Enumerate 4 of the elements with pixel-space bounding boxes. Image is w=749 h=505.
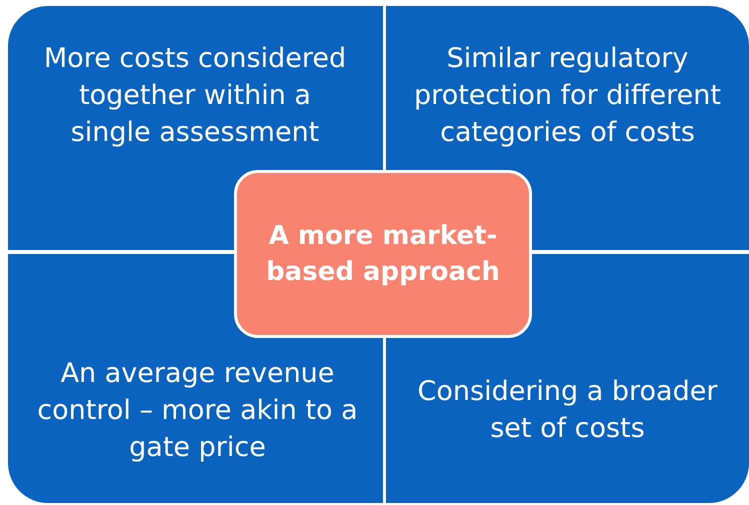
center-box [234, 170, 532, 338]
panel-text: More costs considered together within a single assessment [35, 40, 355, 151]
center-text: A more market-based approach [265, 220, 501, 289]
panel-text: An average revenue control – more akin to a gate price [35, 355, 360, 466]
